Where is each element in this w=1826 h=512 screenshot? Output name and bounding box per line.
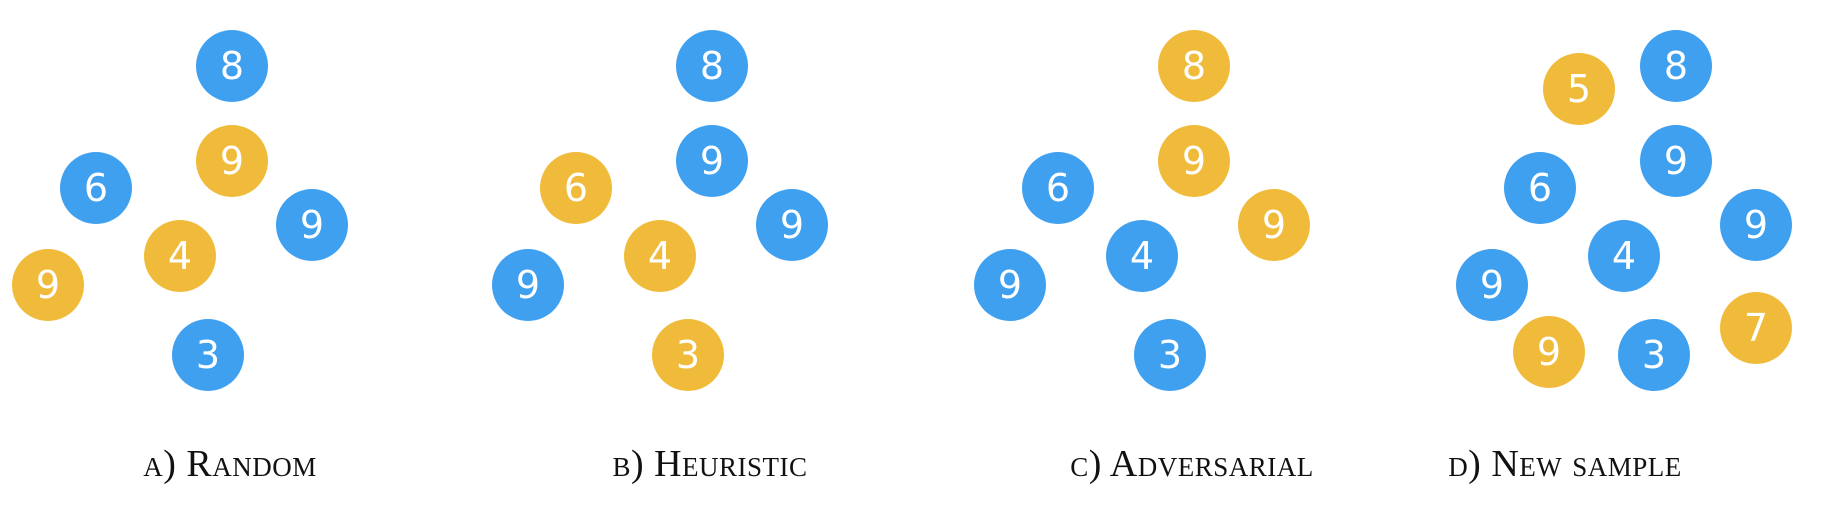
node: 3 (1134, 319, 1206, 391)
panel-caption: c) Adversarial (1070, 443, 1314, 485)
node: 9 (1456, 249, 1528, 321)
panel-c: 8 9 6 9 4 9 3 c) Adversarial (962, 0, 1432, 512)
node: 8 (1640, 30, 1712, 102)
node: 9 (1513, 316, 1585, 388)
node: 9 (974, 249, 1046, 321)
node: 9 (196, 125, 268, 197)
node: 9 (676, 125, 748, 197)
node: 9 (492, 249, 564, 321)
node: 3 (172, 319, 244, 391)
node: 9 (756, 189, 828, 261)
node: 9 (1720, 189, 1792, 261)
node: 9 (276, 189, 348, 261)
node: 6 (1504, 152, 1576, 224)
node: 8 (676, 30, 748, 102)
node: 4 (624, 220, 696, 292)
node: 4 (1588, 220, 1660, 292)
node: 6 (1022, 152, 1094, 224)
node: 8 (1158, 30, 1230, 102)
node: 4 (1106, 220, 1178, 292)
node: 7 (1720, 292, 1792, 364)
node: 6 (60, 152, 132, 224)
panel-b: 8 9 6 9 4 9 3 b) Heuristic (480, 0, 950, 512)
node: 9 (12, 249, 84, 321)
panel-a: 8 9 6 9 4 9 3 a) Random (0, 0, 470, 512)
panel-caption: d) New sample (1448, 443, 1682, 485)
panel-caption: a) Random (143, 443, 317, 485)
node: 5 (1543, 53, 1615, 125)
node: 3 (652, 319, 724, 391)
node: 9 (1640, 125, 1712, 197)
node: 8 (196, 30, 268, 102)
node: 9 (1238, 189, 1310, 261)
node: 4 (144, 220, 216, 292)
node: 3 (1618, 319, 1690, 391)
node: 9 (1158, 125, 1230, 197)
panel-d: 5 8 6 9 9 4 9 7 9 3 d) New sample (1444, 0, 1826, 512)
panel-caption: b) Heuristic (612, 443, 808, 485)
node: 6 (540, 152, 612, 224)
